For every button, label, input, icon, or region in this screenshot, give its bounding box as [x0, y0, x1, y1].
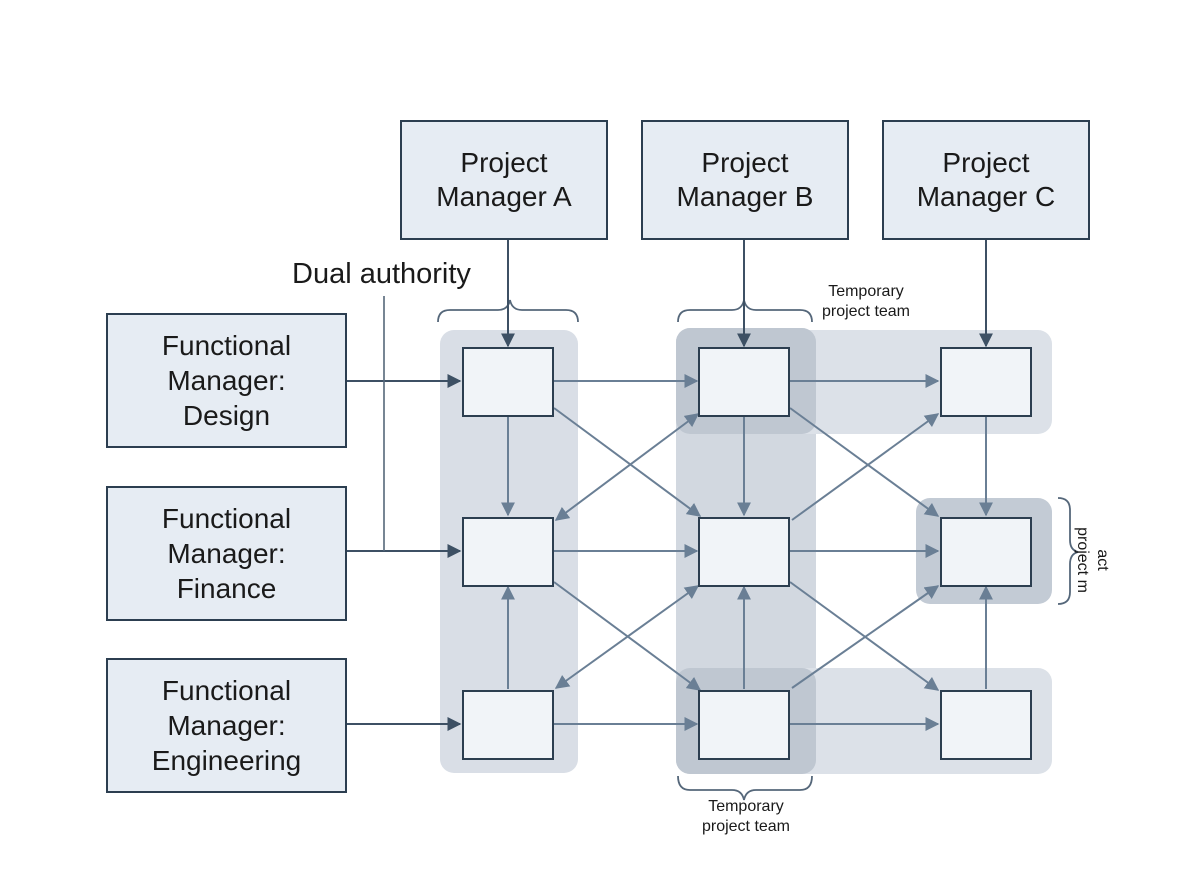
fm-authority-arrows: [347, 296, 462, 731]
fm-finance-line1: Functional: [161, 503, 292, 534]
brace-right-side: [1057, 497, 1079, 605]
pm-c-line1: Project: [942, 147, 1030, 178]
node-a3: [462, 690, 554, 760]
side-label-line2: project m: [1074, 527, 1091, 593]
node-b3: [698, 690, 790, 760]
temp-team-bottom-line2: project team: [701, 818, 791, 835]
pm-a-line1: Project: [460, 147, 548, 178]
pm-b-line1: Project: [701, 147, 789, 178]
temp-team-bottom-line1: Temporary: [708, 798, 784, 815]
grid-arrows: [501, 374, 993, 731]
node-a2: [462, 517, 554, 587]
fm-engineering-line2: Manager:: [167, 710, 286, 741]
arrow-b2-c3: [789, 581, 940, 691]
arrow-a2-b1: [554, 413, 700, 521]
fm-finance-line3: Finance: [176, 573, 277, 604]
pm-a-line2: Manager A: [436, 181, 572, 212]
fm-design-line3: Design: [182, 400, 271, 431]
arrow-b3-c2: [791, 585, 940, 689]
fm-finance-line2: Manager:: [167, 538, 286, 569]
brace-bottom-team: [677, 775, 813, 801]
arrow-a3-b2: [554, 585, 700, 689]
pm-authority-arrows: [501, 240, 993, 348]
dual-authority-label: Dual authority: [292, 258, 471, 290]
node-c3: [940, 690, 1032, 760]
side-label-line1: act: [1094, 549, 1111, 571]
arrow-b1-c2: [789, 407, 940, 517]
temp-team-top-line2: project team: [821, 303, 911, 320]
temp-team-top-line1: Temporary: [828, 283, 904, 300]
fm-engineering-line3: Engineering: [151, 745, 302, 776]
node-b1: [698, 347, 790, 417]
node-b2: [698, 517, 790, 587]
side-rotated-label: act project m: [1072, 510, 1112, 610]
pm-b-line2: Manager B: [676, 181, 814, 212]
node-c1: [940, 347, 1032, 417]
node-c2: [940, 517, 1032, 587]
fm-design-line1: Functional: [161, 330, 292, 361]
brace-column-a: [437, 299, 579, 323]
node-a1: [462, 347, 554, 417]
temporary-team-label-bottom: Temporary project team: [684, 797, 808, 837]
pm-c-line2: Manager C: [916, 181, 1056, 212]
fm-design-line2: Manager:: [167, 365, 286, 396]
fm-engineering-line1: Functional: [161, 675, 292, 706]
arrow-b2-c1: [791, 413, 940, 521]
temporary-team-label-top: Temporary project team: [806, 282, 926, 322]
